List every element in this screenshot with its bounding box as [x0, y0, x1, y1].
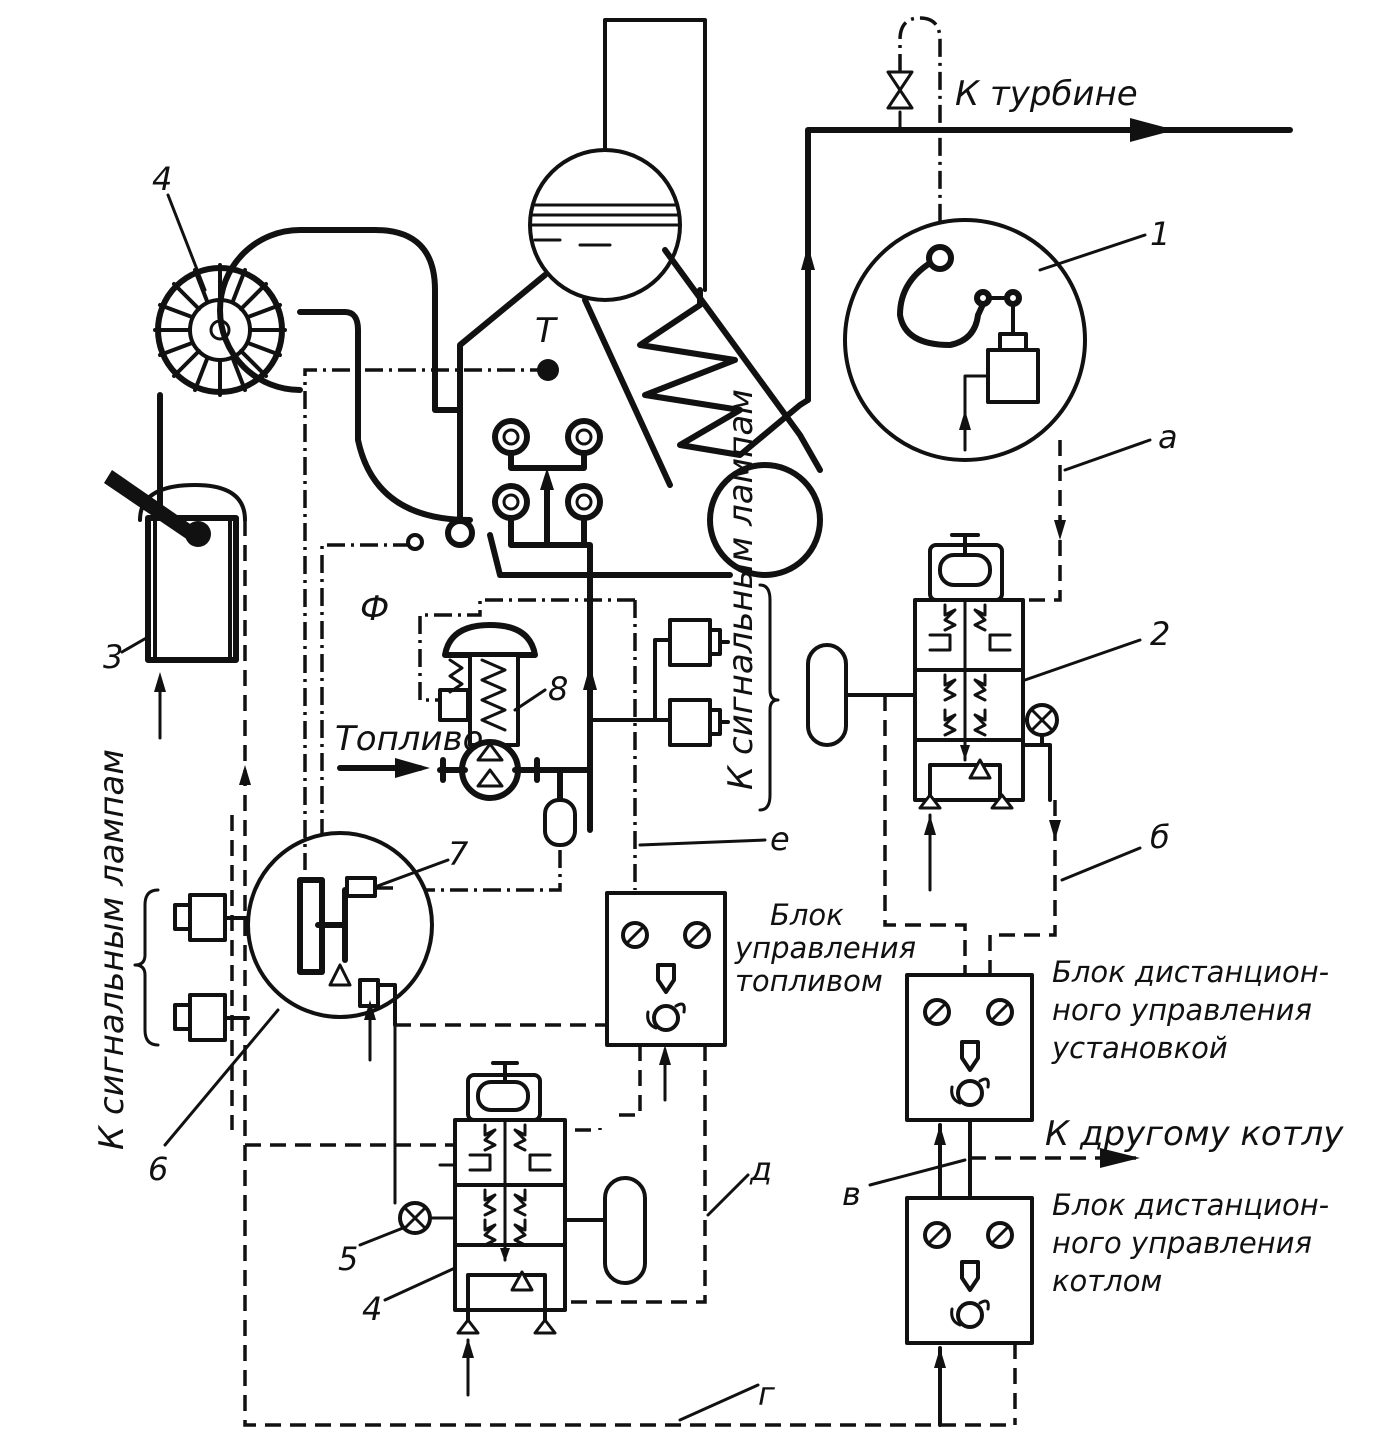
- boiler-remote-control-block: [905, 1196, 1034, 1427]
- fuel-valve-8: [320, 543, 637, 892]
- fan-number: 4: [152, 160, 172, 198]
- boiler-block-title-1: Блок дистанцион-: [1052, 1188, 1329, 1222]
- plant-block-title-3: установкой: [1051, 1031, 1228, 1065]
- fuel-label: Топливо: [335, 719, 483, 759]
- line-v-label: в: [842, 1175, 861, 1213]
- signal-lamps-left: [173, 893, 250, 1042]
- boiler: [406, 18, 823, 833]
- steam-line-to-turbine: [801, 16, 1293, 403]
- line-b-label: б: [1150, 818, 1170, 856]
- regulator-4-number: 4: [362, 1290, 382, 1328]
- line-g-label: г: [758, 1375, 775, 1413]
- temperature-label: Т: [535, 311, 558, 351]
- regulator-2-number: 2: [1150, 615, 1170, 653]
- motor-3: [104, 470, 247, 740]
- signal-lamps-left-label: К сигнальным лампам: [92, 749, 132, 1150]
- plant-block-title-1: Блок дистанцион-: [1052, 955, 1329, 989]
- fuel-block-title-3: топливом: [735, 964, 883, 998]
- boiler-block-title-3: котлом: [1052, 1264, 1162, 1298]
- filter-label: Ф: [360, 589, 389, 629]
- pressure-gauge-1: [843, 218, 1087, 462]
- regulator-4-lower: [393, 1023, 647, 1397]
- regulator-7-number: 7: [448, 835, 469, 873]
- plant-block-title-2: ного управления: [1052, 993, 1312, 1027]
- signal-lamps-middle: [588, 618, 730, 747]
- gauge-number: 1: [1150, 215, 1170, 253]
- boiler-block-title-2: ного управления: [1052, 1226, 1312, 1260]
- regulator-7: [246, 831, 434, 1062]
- to-turbine-label: К турбине: [955, 74, 1138, 114]
- line-e-label: е: [770, 820, 790, 858]
- regulator-2: [806, 533, 1059, 892]
- fuel-block-title-2: управления: [734, 931, 916, 965]
- fan-4: [153, 227, 473, 523]
- regulator-6-number: 6: [148, 1150, 168, 1188]
- line-d-label: д: [749, 1150, 772, 1188]
- lower-drum: [707, 462, 823, 578]
- fuel-block-title-1: Блок: [770, 898, 844, 932]
- plant-remote-control-block: [905, 973, 1034, 1122]
- lamp-5-number: 5: [338, 1240, 358, 1278]
- fuel-control-block: [605, 891, 727, 1102]
- valve-8-number: 8: [548, 670, 568, 708]
- motor-number: 3: [103, 638, 123, 676]
- signal-lamps-mid-label: К сигнальным лампам: [721, 389, 761, 790]
- line-a-label: а: [1158, 418, 1178, 456]
- to-other-boiler-label: К другому котлу: [1045, 1114, 1344, 1154]
